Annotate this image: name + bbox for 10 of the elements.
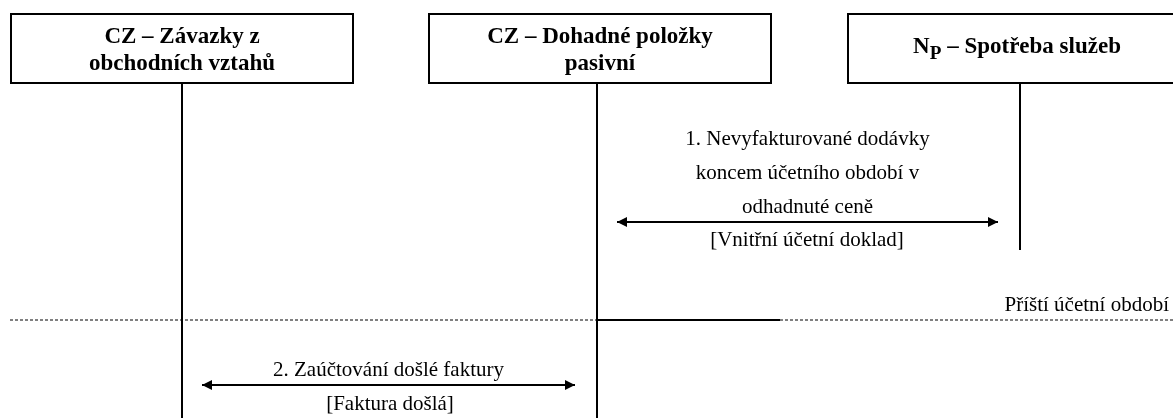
account-title: CZ – Dohadné položky pasivní xyxy=(486,21,714,76)
account-title: CZ – Závazky z obchodních vztahů xyxy=(88,21,276,76)
account-title: N$_{P}$ – Spotřeba služeb xyxy=(913,31,1121,65)
edge-label: 1. Nevyfakturované dodávky koncem účetního období v odhadnuté ceně xyxy=(684,125,931,220)
edge-label: 2. Zaúčtování došlé faktury xyxy=(273,356,504,383)
double-headed-arrow xyxy=(201,380,576,390)
period-label: Příští účetní období xyxy=(1004,291,1169,318)
double-headed-arrow xyxy=(616,217,999,227)
document-label: [Vnitřní účetní doklad] xyxy=(710,226,904,253)
document-label: [Faktura došlá] xyxy=(326,390,454,417)
